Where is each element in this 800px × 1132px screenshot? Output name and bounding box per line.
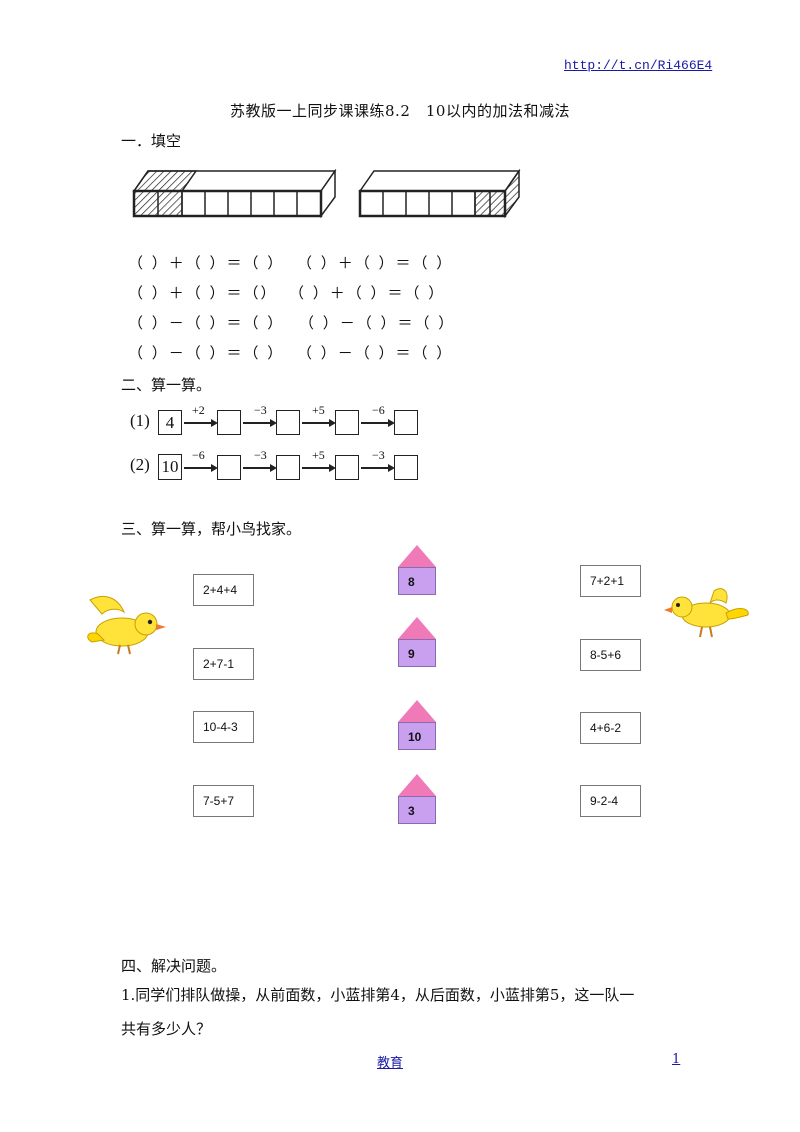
chain2-answer-box-3[interactable]	[335, 455, 359, 480]
house-roof	[398, 700, 436, 722]
right-block-strip	[358, 168, 521, 219]
chain1-arrow-2	[243, 419, 277, 426]
chain2-answer-box-2[interactable]	[276, 455, 300, 480]
house-4[interactable]: 3	[398, 774, 436, 824]
right-expr-2[interactable]: 8-5+6	[580, 639, 641, 671]
right-expr-1[interactable]: 7+2+1	[580, 565, 641, 597]
chain2-op-1: −6	[192, 448, 205, 462]
house-roof	[398, 774, 436, 796]
section2-heading: 二、算一算。	[121, 376, 212, 394]
equation-row-4-right[interactable]: （ ）－（ ）＝（ ）	[297, 344, 454, 362]
header-link[interactable]: http://t.cn/Ri466E4	[564, 58, 713, 73]
chain2-arrow-2	[243, 464, 277, 471]
equation-row-2-right[interactable]: （ ）＋（ ）＝（ ）	[289, 284, 446, 302]
equation-row-1-left[interactable]: （ ）＋（ ）＝（ ）	[128, 254, 285, 272]
page-number[interactable]: 1	[672, 1052, 681, 1067]
right-expr-3[interactable]: 4+6-2	[580, 712, 641, 744]
chain2-answer-box-4[interactable]	[394, 455, 418, 480]
chain2-op-2: −3	[254, 448, 267, 462]
house-roof	[398, 545, 436, 567]
chain2-op-4: −3	[372, 448, 385, 462]
chain1-op-2: −3	[254, 403, 267, 417]
chain1-answer-box-1[interactable]	[217, 410, 241, 435]
house-2[interactable]: 9	[398, 617, 436, 667]
left-expr-3[interactable]: 10-4-3	[193, 711, 254, 743]
chain1-start-box: 4	[158, 410, 182, 435]
house-3[interactable]: 10	[398, 700, 436, 750]
house-1[interactable]: 8	[398, 545, 436, 595]
chain2-arrow-4	[361, 464, 395, 471]
house-number: 10	[398, 722, 436, 750]
chain1-answer-box-4[interactable]	[394, 410, 418, 435]
section1-heading: 一．填空	[121, 132, 182, 150]
problem-text-line-2: 共有多少人？	[121, 1020, 212, 1038]
chain2-start-box: 10	[158, 454, 182, 480]
right-expr-4[interactable]: 9-2-4	[580, 785, 641, 817]
equation-row-3-right[interactable]: （ ）－（ ）＝（ ）	[299, 314, 456, 332]
chain2-arrow-3	[302, 464, 336, 471]
chain1-op-1: +2	[192, 403, 205, 417]
chain2-op-3: +5	[312, 448, 325, 462]
chain1-arrow-3	[302, 419, 336, 426]
chain2-label: (2)	[130, 455, 150, 474]
house-number: 9	[398, 639, 436, 667]
equation-row-3-left[interactable]: （ ）－（ ）＝（ ）	[128, 314, 285, 332]
section3-heading: 三、算一算，帮小鸟找家。	[121, 520, 302, 538]
page-title: 苏教版一上同步课课练8.2 10以内的加法和减法	[230, 102, 570, 120]
chain1-op-4: −6	[372, 403, 385, 417]
right-bird-illustration	[664, 588, 749, 638]
equation-row-1-right[interactable]: （ ）＋（ ）＝（ ）	[297, 254, 454, 272]
house-number: 8	[398, 567, 436, 595]
house-roof	[398, 617, 436, 639]
equation-row-2-left[interactable]: （ ）＋（ ）＝（）	[128, 284, 278, 302]
left-block-strip	[132, 168, 337, 219]
problem-text-line-1: 1.同学们排队做操，从前面数，小蓝排第4，从后面数，小蓝排第5，这一队一	[121, 986, 635, 1004]
footer-link[interactable]: 教育	[377, 1056, 404, 1071]
left-bird-illustration	[87, 596, 166, 655]
chain1-answer-box-2[interactable]	[276, 410, 300, 435]
chain2-arrow-1	[184, 464, 218, 471]
chain1-arrow-4	[361, 419, 395, 426]
left-expr-4[interactable]: 7-5+7	[193, 785, 254, 817]
left-expr-1[interactable]: 2+4+4	[193, 574, 254, 606]
house-number: 3	[398, 796, 436, 824]
block-strips-illustration	[132, 168, 521, 219]
chain1-arrow-1	[184, 419, 218, 426]
left-expr-2[interactable]: 2+7-1	[193, 648, 254, 680]
equation-row-4-left[interactable]: （ ）－（ ）＝（ ）	[128, 344, 285, 362]
chain1-op-3: +5	[312, 403, 325, 417]
chain1-label: (1)	[130, 411, 150, 430]
chain1-answer-box-3[interactable]	[335, 410, 359, 435]
section4-heading: 四、解决问题。	[121, 957, 227, 975]
chain2-answer-box-1[interactable]	[217, 455, 241, 480]
